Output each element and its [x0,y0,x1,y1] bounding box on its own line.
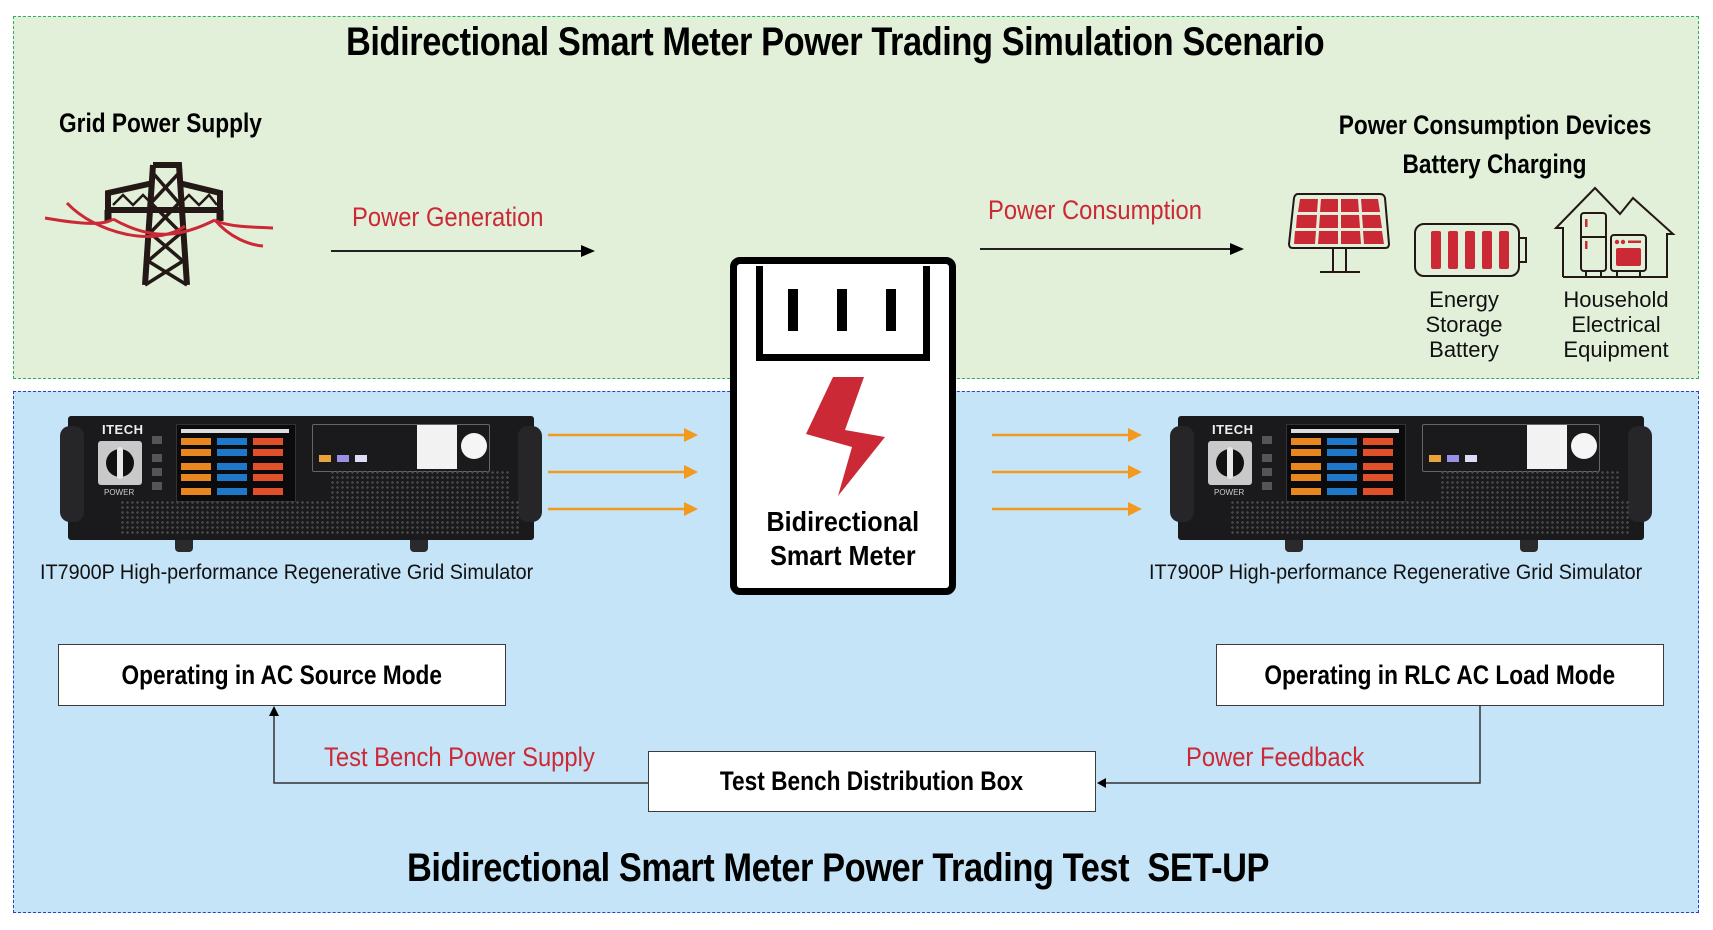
control-keypad [1422,424,1600,472]
consumers-heading-line2: Battery Charging [1402,149,1587,179]
power-switch[interactable] [98,441,142,485]
side-key[interactable] [1262,482,1272,490]
vent-grille [1440,470,1620,500]
power-generation-label: Power Generation [352,202,544,232]
right-device-caption-wrap: IT7900P High-performance Regenerative Gr… [1149,560,1685,585]
power-feedback-label: Power Feedback [1186,742,1365,772]
left-handle [1170,426,1194,522]
flow-arrow-head [1128,428,1142,442]
grid-heading-wrap: Grid Power Supply [59,108,301,139]
battery-caption-line: Energy [1429,287,1499,312]
right-flow-arrows [992,428,1142,516]
meter-label-line2: Smart Meter [770,540,916,571]
power-consumption-arrow [980,243,1244,255]
brand-logo: ITECH [102,422,144,437]
keypad-button[interactable] [1447,455,1459,462]
flow-arrow-head [684,428,698,442]
setup-title: Bidirectional Smart Meter Power Trading … [407,846,1270,890]
meter-terminal [886,289,896,331]
instrument-foot [1285,540,1303,552]
household-caption: Household Electrical Equipment [1560,287,1672,362]
usb-port [1262,436,1272,444]
grid-power-supply-heading: Grid Power Supply [59,108,262,138]
household-caption-line: Household [1563,287,1669,312]
side-key[interactable] [1262,468,1272,476]
rotary-knob[interactable] [461,433,487,459]
keypad-button[interactable] [337,455,349,462]
meter-terminal-block [756,266,930,361]
power-generation-label-wrap: Power Generation [352,202,570,233]
left-device-caption-wrap: IT7900P High-performance Regenerative Gr… [40,560,576,585]
solar-panel-icon [1287,193,1391,273]
side-key[interactable] [152,454,162,462]
keypad-button[interactable] [1465,455,1477,462]
flow-arrow-head [1128,502,1142,516]
keypad-button[interactable] [355,455,367,462]
keypad-button[interactable] [1429,455,1441,462]
smart-meter: Bidirectional Smart Meter [730,257,956,595]
power-consumption-label: Power Consumption [988,195,1202,225]
vent-grille [1230,500,1630,534]
distribution-box-label: Test Bench Distribution Box [720,766,1024,796]
vent-grille [330,470,510,500]
household-appliances-icon [1553,186,1676,278]
supply-label-wrap: Test Bench Power Supply [324,742,632,773]
display-screen [176,424,296,502]
display-screen [1286,424,1406,502]
power-consumption-label-wrap: Power Consumption [988,195,1231,226]
vent-grille [120,500,520,534]
side-key[interactable] [152,468,162,476]
keypad-button[interactable] [319,455,331,462]
scenario-title-wrap: Bidirectional Smart Meter Power Trading … [346,20,1370,70]
power-tower-icon [44,162,274,287]
lightning-bolt-icon [806,377,885,496]
left-device-caption: IT7900P High-performance Regenerative Gr… [40,560,534,584]
setup-title-wrap: Bidirectional Smart Meter Power Trading … [407,846,1409,891]
ac-source-mode-label: Operating in AC Source Mode [121,659,443,690]
side-key[interactable] [1262,454,1272,462]
ac-source-mode-box: Operating in AC Source Mode [58,644,506,706]
consumers-heading-line1: Power Consumption Devices [1338,110,1652,140]
battery-icon [1414,223,1527,277]
feedback-label-wrap: Power Feedback [1186,742,1389,773]
power-label: POWER [1214,488,1245,497]
right-grid-simulator: ITECH POWER [1170,408,1652,558]
power-switch[interactable] [1208,441,1252,485]
battery-caption-line: Battery [1429,337,1499,362]
rlc-load-mode-label: Operating in RLC AC Load Mode [1264,659,1616,690]
right-handle [1628,426,1652,522]
control-keypad [312,424,490,472]
right-device-caption: IT7900P High-performance Regenerative Gr… [1149,560,1643,584]
test-bench-power-supply-label: Test Bench Power Supply [324,742,595,772]
instrument-foot [1520,540,1538,552]
scenario-title: Bidirectional Smart Meter Power Trading … [346,20,1325,64]
meter-label: Bidirectional Smart Meter [737,507,949,575]
meter-label-line1: Bidirectional [766,506,920,537]
consumers-heading: Power Consumption Devices Battery Chargi… [1300,108,1690,186]
instrument-foot [175,540,193,552]
household-caption-line: Equipment [1563,337,1669,362]
left-handle [60,426,84,522]
meter-terminal [788,289,798,331]
right-handle [518,426,542,522]
flow-arrow-head [684,465,698,479]
battery-caption-line: Storage [1425,312,1503,337]
side-key[interactable] [152,482,162,490]
power-label: POWER [104,488,135,497]
brand-logo: ITECH [1212,422,1254,437]
household-caption-line: Electrical [1571,312,1661,337]
battery-caption: Energy Storage Battery [1414,287,1514,362]
left-flow-arrows [548,428,698,516]
usb-port [152,436,162,444]
distribution-box: Test Bench Distribution Box [648,751,1096,812]
meter-terminal [837,289,847,331]
flow-arrow-head [1128,465,1142,479]
flow-arrow-head [684,502,698,516]
left-grid-simulator: ITECH POWER [60,408,542,558]
instrument-foot [410,540,428,552]
rotary-knob[interactable] [1571,433,1597,459]
power-generation-arrow [331,245,595,257]
rlc-load-mode-box: Operating in RLC AC Load Mode [1216,644,1664,706]
